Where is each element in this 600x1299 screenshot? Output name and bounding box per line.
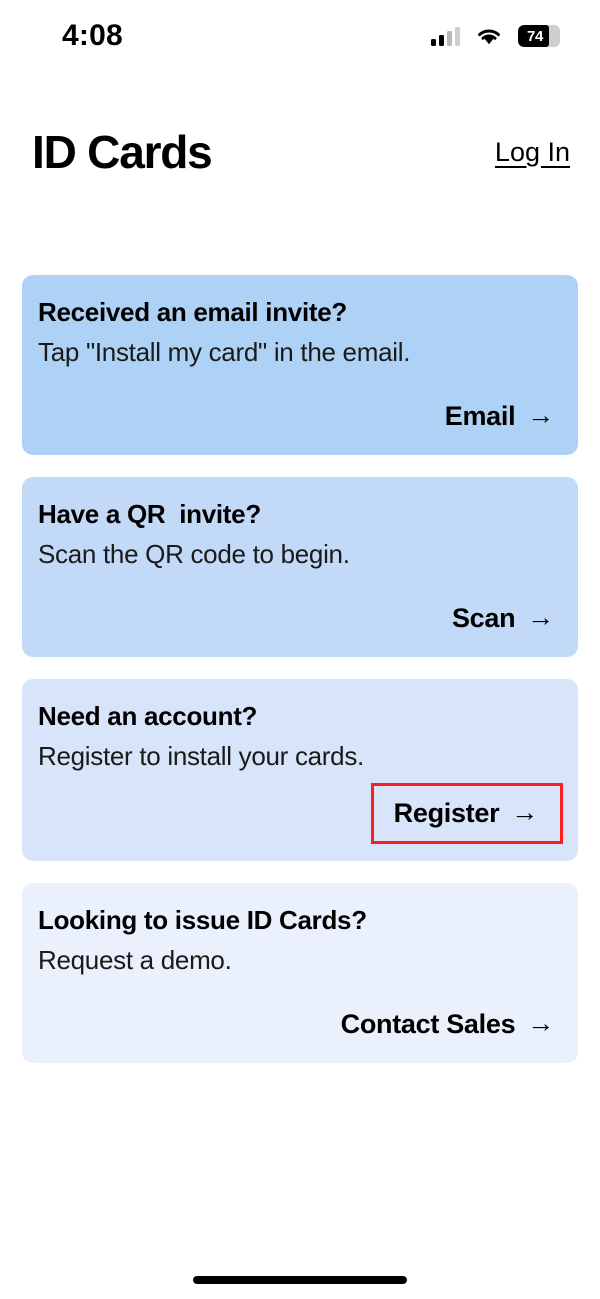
card-title: Looking to issue ID Cards? bbox=[38, 905, 367, 935]
battery-icon: 74 bbox=[518, 25, 560, 47]
log-in-link[interactable]: Log In bbox=[494, 136, 570, 167]
email-button-label: Email bbox=[444, 401, 516, 431]
contact-sales-button[interactable]: Contact Sales → bbox=[339, 1006, 556, 1043]
card-description: Request a demo. bbox=[38, 945, 232, 975]
page-title: ID Cards bbox=[32, 126, 213, 178]
card-title: Need an account? bbox=[38, 701, 258, 731]
card-action-row: Email → bbox=[38, 384, 556, 435]
scan-button[interactable]: Scan → bbox=[450, 600, 556, 637]
arrow-right-icon: → bbox=[527, 1008, 554, 1038]
card-title: Received an email invite? bbox=[38, 297, 347, 327]
register-button[interactable]: Register → bbox=[370, 783, 564, 844]
card-email-invite[interactable]: Received an email invite? Tap "Install m… bbox=[22, 275, 578, 455]
card-action-row: Register → bbox=[38, 772, 564, 844]
contact-sales-button-label: Contact Sales bbox=[340, 1009, 516, 1039]
arrow-right-icon: → bbox=[511, 797, 538, 827]
card-action-row: Scan → bbox=[38, 586, 556, 637]
register-button-label: Register bbox=[393, 798, 500, 828]
card-description: Register to install your cards. bbox=[38, 741, 364, 771]
card-qr-invite[interactable]: Have a QR invite? Scan the QR code to be… bbox=[22, 477, 578, 657]
arrow-right-icon: → bbox=[527, 400, 554, 430]
home-indicator[interactable] bbox=[193, 1276, 407, 1284]
status-time: 4:08 bbox=[62, 19, 123, 52]
card-need-account[interactable]: Need an account? Register to install you… bbox=[22, 679, 578, 861]
card-description: Tap "Install my card" in the email. bbox=[38, 337, 411, 367]
email-button[interactable]: Email → bbox=[443, 398, 556, 435]
arrow-right-icon: → bbox=[527, 602, 554, 632]
card-action-row: Contact Sales → bbox=[38, 992, 556, 1043]
card-issue-id-cards[interactable]: Looking to issue ID Cards? Request a dem… bbox=[22, 883, 578, 1063]
status-bar: 4:08 74 bbox=[0, 0, 600, 72]
card-stack: Received an email invite? Tap "Install m… bbox=[22, 275, 578, 1063]
battery-level-label: 74 bbox=[526, 27, 544, 45]
card-description: Scan the QR code to begin. bbox=[38, 539, 350, 569]
scan-button-label: Scan bbox=[451, 603, 516, 633]
app-header: ID Cards Log In bbox=[0, 112, 600, 192]
cellular-signal-icon bbox=[431, 26, 460, 46]
card-title: Have a QR invite? bbox=[38, 499, 261, 529]
wifi-icon bbox=[475, 26, 503, 46]
status-icons: 74 bbox=[431, 25, 560, 47]
